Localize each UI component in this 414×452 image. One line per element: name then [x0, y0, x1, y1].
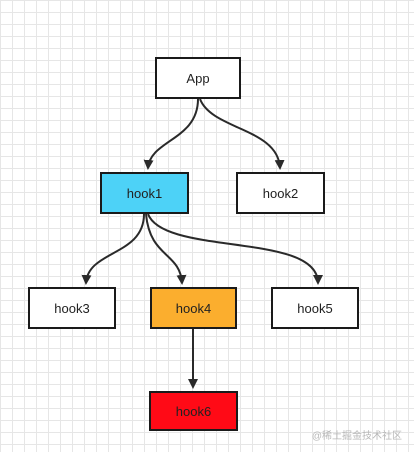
edge-hook1-hook4 — [145, 213, 187, 285]
edge-app-hook2 — [199, 98, 285, 170]
node-hook3: hook3 — [28, 287, 116, 329]
watermark: @稀土掘金技术社区 — [311, 431, 402, 442]
edge-hook1-hook5 — [147, 213, 323, 285]
node-app: App — [155, 57, 241, 99]
node-hook4-label: hook4 — [175, 300, 212, 316]
node-hook5: hook5 — [271, 287, 359, 329]
node-hook1-label: hook1 — [126, 185, 163, 201]
node-hook2: hook2 — [236, 172, 325, 214]
node-hook4: hook4 — [150, 287, 237, 329]
edge-hook1-hook3 — [81, 213, 145, 285]
node-hook5-label: hook5 — [297, 300, 333, 316]
node-hook6-label: hook6 — [175, 403, 212, 419]
node-hook2-label: hook2 — [262, 185, 299, 201]
node-hook1: hook1 — [100, 172, 189, 214]
edge-app-hook1 — [143, 98, 199, 170]
node-hook3-label: hook3 — [54, 300, 90, 316]
node-hook6: hook6 — [149, 391, 238, 431]
node-app-label: App — [186, 70, 210, 86]
